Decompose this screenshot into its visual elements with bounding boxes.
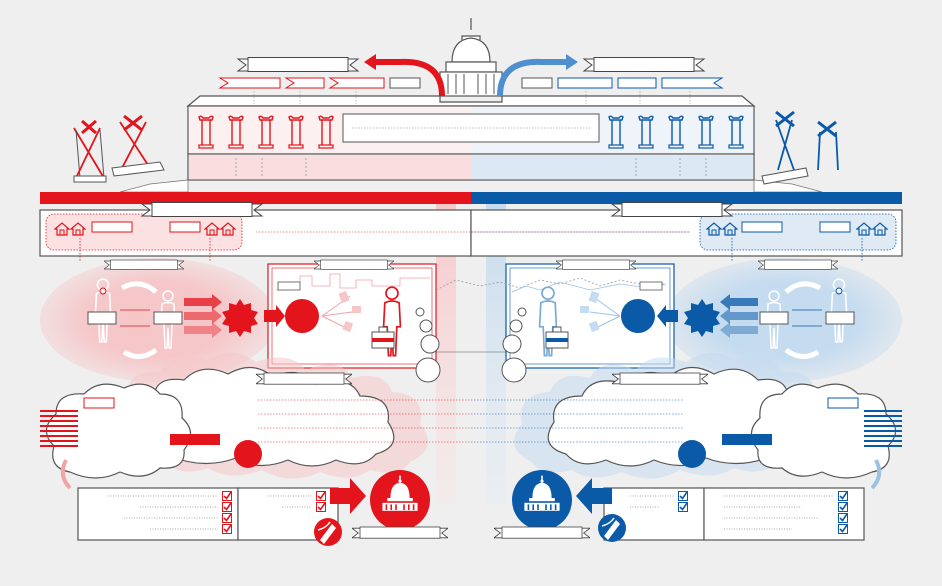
red-dot xyxy=(285,299,319,333)
blue-capitol-seal xyxy=(512,470,572,530)
checkbox-icon xyxy=(222,524,232,534)
blue-banner-flags xyxy=(557,77,724,89)
crossed-pole-icon xyxy=(73,119,107,183)
top-right-ribbon xyxy=(583,57,705,73)
capitol-building xyxy=(119,18,823,193)
checkbox-icon xyxy=(222,502,232,512)
left-oval-ribbon xyxy=(104,259,184,270)
arrow-icon xyxy=(657,305,678,327)
checkbox-icon xyxy=(316,502,326,512)
blue-band xyxy=(471,192,902,204)
blue-dot xyxy=(621,299,655,333)
arrow-icon xyxy=(330,478,366,514)
right-houses-ribbon xyxy=(611,202,733,218)
right-cloud-ribbon xyxy=(612,372,708,385)
right-small-cloud xyxy=(678,383,897,479)
blue-dot xyxy=(678,440,706,468)
arrow-icon xyxy=(566,54,578,70)
blue-pillar xyxy=(486,204,506,504)
crossed-pole-icon xyxy=(761,110,809,185)
arrow-icon xyxy=(264,305,285,327)
checkbox-icon xyxy=(838,502,848,512)
red-capitol-seal xyxy=(370,470,430,530)
thought-cloud-icon xyxy=(415,307,441,383)
right-media-ribbon xyxy=(556,259,636,270)
crossed-pole-icon xyxy=(111,114,165,177)
blue-stripes xyxy=(864,410,902,447)
red-curved-arrow xyxy=(372,58,445,97)
right-oval-ribbon xyxy=(758,259,838,270)
blue-arrow-stack xyxy=(720,294,758,338)
blue-curved-arrow xyxy=(497,58,570,97)
thought-cloud-icon xyxy=(501,307,527,383)
red-stripes xyxy=(40,410,78,447)
pen-icon xyxy=(598,514,626,542)
red-band xyxy=(40,192,471,204)
red-pillar xyxy=(436,204,456,504)
checkbox-icon xyxy=(222,513,232,523)
checkbox-icon xyxy=(678,502,688,512)
left-media-ribbon xyxy=(314,259,394,270)
red-banner-flags xyxy=(218,77,385,89)
arrow-icon xyxy=(364,54,376,70)
checkbox-icon xyxy=(838,513,848,523)
checkbox-icon xyxy=(838,491,848,501)
checkbox-icon xyxy=(678,491,688,501)
blue-seal-ribbon xyxy=(494,526,590,539)
left-houses-ribbon xyxy=(141,202,263,218)
pen-icon xyxy=(314,518,342,546)
left-cloud-ribbon xyxy=(256,372,352,385)
checkbox-icon xyxy=(222,491,232,501)
briefcase-icon xyxy=(371,326,395,349)
left-ballot-table xyxy=(77,487,239,541)
checkbox-icon xyxy=(316,491,326,501)
crossed-pole-icon xyxy=(817,120,839,171)
arrow-icon xyxy=(576,478,612,514)
capitol-dome-icon xyxy=(439,18,503,97)
top-left-ribbon xyxy=(237,57,359,73)
left-small-cloud xyxy=(45,383,262,479)
red-seal-ribbon xyxy=(352,526,448,539)
red-dot xyxy=(234,440,262,468)
briefcase-icon xyxy=(545,326,569,349)
red-arrow-stack xyxy=(184,294,222,338)
checkbox-icon xyxy=(838,524,848,534)
